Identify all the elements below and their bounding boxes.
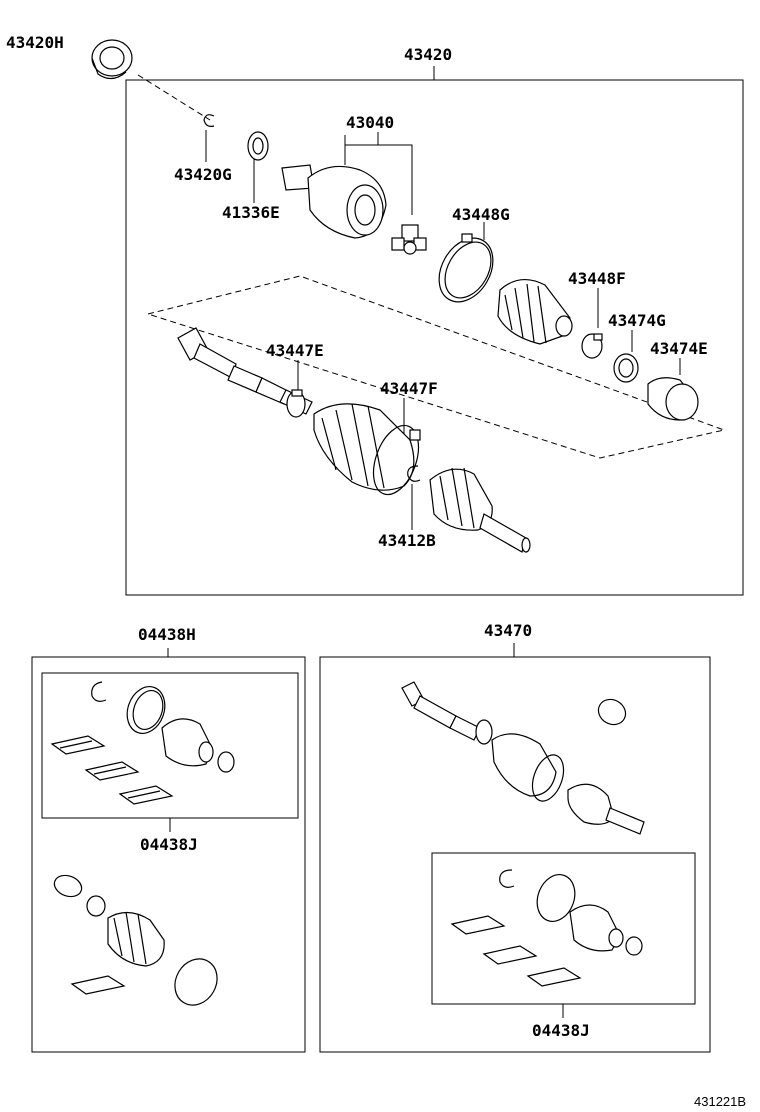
assembly-43470-parts <box>401 681 645 835</box>
label-43474E: 43474E <box>650 339 708 358</box>
label-43420G: 43420G <box>174 165 232 184</box>
label-04438H: 04438H <box>138 625 196 644</box>
label-43447E: 43447E <box>266 341 324 360</box>
outer-cv-joint <box>429 467 531 553</box>
left-kit-frame <box>31 656 306 1053</box>
clamp-43448G <box>438 233 494 303</box>
kit-04438J-right-parts <box>450 869 643 987</box>
label-43474G: 43474G <box>608 311 666 330</box>
outer-boot <box>313 403 415 491</box>
label-43447F: 43447F <box>380 379 438 398</box>
ring-43474G <box>613 353 639 383</box>
tripod-joint <box>391 224 427 255</box>
outer-joint-kit-dashed-outline <box>146 275 726 459</box>
right-assembly-frame <box>319 656 711 1053</box>
label-04438J-right: 04438J <box>532 1021 590 1040</box>
inner-joint-housing-43040 <box>281 164 387 239</box>
snap-ring-43412B <box>407 465 421 482</box>
bearing-43420H <box>91 39 133 80</box>
drive-shaft <box>177 327 313 415</box>
clamp-43447F <box>372 424 421 496</box>
label-04438J-left: 04438J <box>140 835 198 854</box>
kit-04438H-parts <box>50 681 235 805</box>
label-43420H: 43420H <box>6 33 64 52</box>
clamp-43447E <box>286 389 306 418</box>
diagram-reference-number: 431221B <box>694 1094 746 1109</box>
label-43448G: 43448G <box>452 205 510 224</box>
inner-boot <box>497 279 573 345</box>
main-assembly-frame <box>125 79 744 596</box>
snap-ring-43420G <box>203 114 215 127</box>
loose-kit-parts <box>53 874 218 1006</box>
clamp-43448F <box>581 333 603 359</box>
ring-41336E <box>247 131 269 161</box>
label-41336E: 41336E <box>222 203 280 222</box>
label-43040: 43040 <box>346 113 394 132</box>
label-43420: 43420 <box>404 45 452 64</box>
damper-43474E <box>647 377 699 421</box>
label-43448F: 43448F <box>568 269 626 288</box>
label-43412B: 43412B <box>378 531 436 550</box>
label-43470: 43470 <box>484 621 532 640</box>
